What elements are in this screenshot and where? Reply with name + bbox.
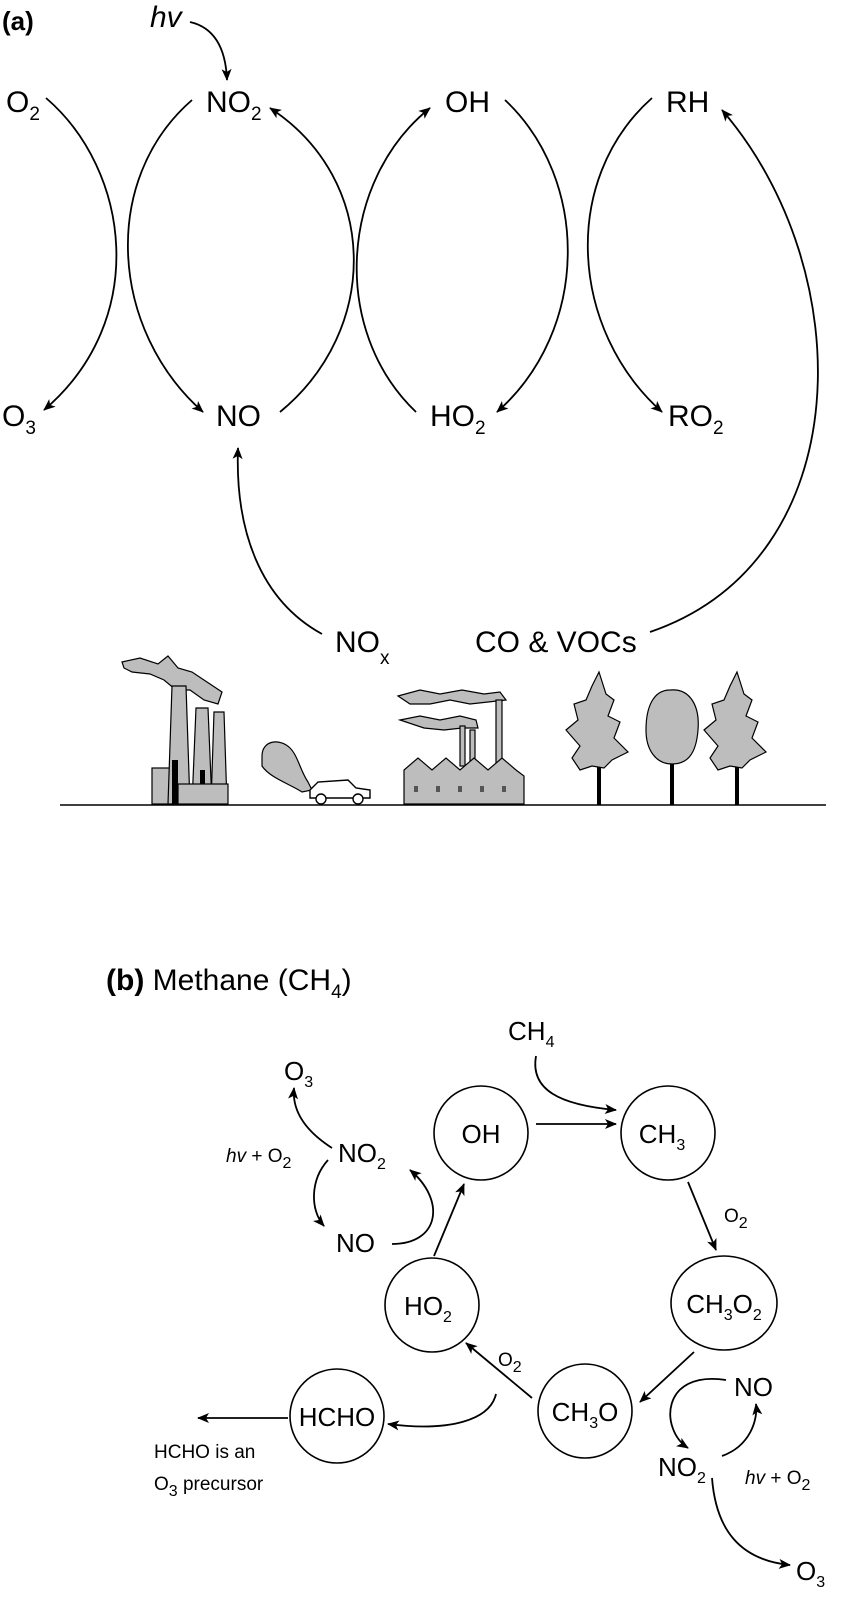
ho2-to-oh-arrow bbox=[355, 107, 431, 413]
ro2-label: RO2 bbox=[668, 400, 724, 439]
o2-label-ch3: O2 bbox=[724, 1206, 748, 1232]
nox-to-no-arrow bbox=[232, 447, 323, 635]
node-ch3o bbox=[537, 1363, 633, 1459]
co-vocs-label: CO & VOCs bbox=[475, 626, 637, 659]
hv-label: hv bbox=[150, 1, 184, 34]
right-no2-to-no-arrow bbox=[721, 1403, 763, 1457]
oh-label: OH bbox=[445, 86, 490, 119]
node-oh bbox=[433, 1085, 529, 1181]
rh-to-ro2-arrow bbox=[587, 97, 663, 413]
node-ch3o2 bbox=[670, 1255, 778, 1351]
vocs-to-rh-arrow bbox=[649, 109, 819, 633]
left-no-label: NO bbox=[336, 1228, 375, 1258]
node-ch3 bbox=[620, 1085, 716, 1181]
node-ho2-label: HO2 bbox=[404, 1291, 452, 1326]
right-no2-to-o3-arrow bbox=[711, 1477, 791, 1569]
left-no2-label: NO2 bbox=[338, 1138, 386, 1173]
node-ho2 bbox=[384, 1257, 480, 1353]
left-no-to-no2-arrow bbox=[391, 1169, 435, 1245]
right-hv-o2-label: hv + O2 bbox=[745, 1468, 811, 1494]
oh-to-ho2-arrow bbox=[496, 99, 569, 413]
hv-arrow bbox=[189, 21, 232, 81]
rh-label: RH bbox=[666, 86, 709, 119]
ho2-to-oh-arrow-b bbox=[433, 1183, 465, 1257]
power-plant-icon bbox=[121, 655, 229, 805]
car-exhaust-icon bbox=[261, 741, 371, 805]
trees-icon bbox=[565, 670, 768, 805]
factory-icon bbox=[396, 689, 525, 805]
node-ch3o2-label: CH3O2 bbox=[686, 1289, 762, 1324]
nox-label: NOx bbox=[335, 626, 390, 669]
right-no-label: NO bbox=[734, 1372, 773, 1402]
ch3o2-to-ch3o-arrow bbox=[639, 1351, 695, 1403]
hcho-note-line1: HCHO is an bbox=[154, 1442, 255, 1463]
ho2-label: HO2 bbox=[430, 400, 486, 439]
node-oh-label: OH bbox=[462, 1119, 501, 1149]
node-ch3-label: CH3 bbox=[639, 1119, 686, 1154]
hcho-note-line2: O3 precursor bbox=[154, 1474, 264, 1500]
ch4-input-label: CH4 bbox=[508, 1016, 555, 1051]
node-ch3o-label: CH3O bbox=[552, 1397, 619, 1432]
right-o3-label: O3 bbox=[796, 1556, 825, 1591]
ch3-to-ch3o2-arrow bbox=[687, 1181, 717, 1251]
o2-label: O2 bbox=[6, 86, 40, 125]
no-to-no2-arrow bbox=[269, 107, 355, 413]
left-o3-label: O3 bbox=[284, 1056, 313, 1091]
left-hv-o2-label: hv + O2 bbox=[226, 1146, 292, 1172]
no2-to-no-arrow bbox=[127, 99, 204, 413]
ch3o-to-hcho-arrow bbox=[387, 1393, 497, 1431]
node-hcho-label: HCHO bbox=[299, 1402, 376, 1432]
node-hcho bbox=[289, 1368, 385, 1464]
o2-to-o3-arrow bbox=[43, 97, 118, 411]
right-no2-label: NO2 bbox=[658, 1452, 706, 1487]
panel-a-label: (a) bbox=[2, 6, 34, 36]
no2-label: NO2 bbox=[206, 86, 262, 125]
o3-label: O3 bbox=[2, 400, 36, 439]
ch4-to-ch3-arrow bbox=[534, 1055, 617, 1114]
o2-label-ch3o: O2 bbox=[498, 1350, 522, 1376]
no-label: NO bbox=[216, 400, 261, 433]
left-no2-to-o3-arrow bbox=[288, 1087, 333, 1149]
ch3o-to-ho2-arrow bbox=[465, 1342, 533, 1399]
panel-b-title: (b) Methane (CH4) bbox=[106, 964, 352, 1003]
right-no-to-no2-arrow bbox=[669, 1377, 727, 1449]
left-no2-to-no-arrow bbox=[312, 1159, 329, 1227]
